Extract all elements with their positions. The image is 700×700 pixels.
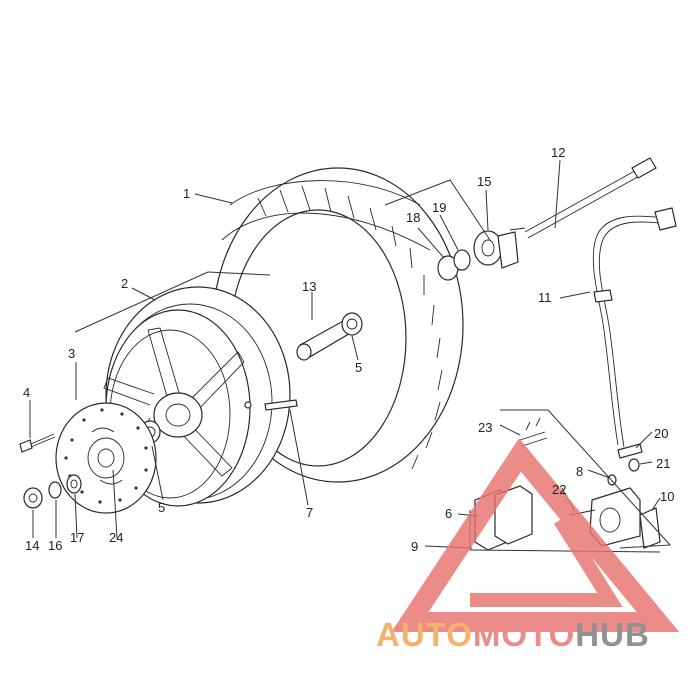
axle-nut — [23, 487, 43, 509]
callout-4: 4 — [23, 385, 30, 400]
callout-labels: 1 2 3 4 5 5 6 7 8 9 10 11 12 13 14 15 16… — [23, 145, 674, 554]
washer-16 — [48, 481, 62, 499]
callout-9: 9 — [411, 539, 418, 554]
callout-8: 8 — [576, 464, 583, 479]
callout-22: 22 — [552, 482, 566, 497]
caliper-cover — [639, 507, 661, 549]
callout-3: 3 — [68, 346, 75, 361]
callout-5-lower: 5 — [158, 500, 165, 515]
watermark-logo: AUTOMOTOHUB — [376, 438, 680, 653]
watermark-triangle — [391, 438, 680, 632]
watermark-triangle-inner — [470, 516, 623, 607]
watermark-text-moto: MOTO — [473, 616, 575, 653]
watermark-text-hub: HUB — [575, 616, 650, 653]
callout-17: 17 — [70, 530, 84, 545]
callout-1: 1 — [183, 186, 190, 201]
callout-18: 18 — [406, 210, 420, 225]
callout-11: 11 — [538, 290, 552, 305]
brake-disc — [55, 402, 157, 514]
callout-5-upper: 5 — [355, 360, 362, 375]
pad-pin-set — [519, 417, 548, 447]
washer-17 — [66, 474, 82, 494]
callout-12: 12 — [551, 145, 565, 160]
callout-2: 2 — [121, 276, 128, 291]
callout-15: 15 — [477, 174, 491, 189]
axle-spacer — [296, 312, 363, 361]
callout-14: 14 — [25, 538, 39, 553]
watermark-text-auto: AUTO — [376, 616, 473, 653]
seal-ring-19 — [453, 249, 471, 271]
callout-6: 6 — [445, 506, 452, 521]
svg-text:AUTOMOTOHUB: AUTOMOTOHUB — [376, 616, 650, 653]
speedometer-drive — [473, 227, 526, 269]
callout-23: 23 — [478, 420, 492, 435]
disc-bolt — [19, 433, 56, 453]
callout-10: 10 — [660, 489, 674, 504]
callout-7: 7 — [306, 505, 313, 520]
callout-24: 24 — [109, 530, 123, 545]
tyre-valve — [244, 399, 298, 411]
brake-hose — [592, 207, 677, 448]
callout-21: 21 — [656, 456, 670, 471]
speedometer-cable — [524, 157, 657, 239]
copper-washer — [628, 458, 640, 472]
callout-16: 16 — [48, 538, 62, 553]
callout-20: 20 — [654, 426, 668, 441]
callout-13: 13 — [302, 279, 316, 294]
callout-19: 19 — [432, 200, 446, 215]
